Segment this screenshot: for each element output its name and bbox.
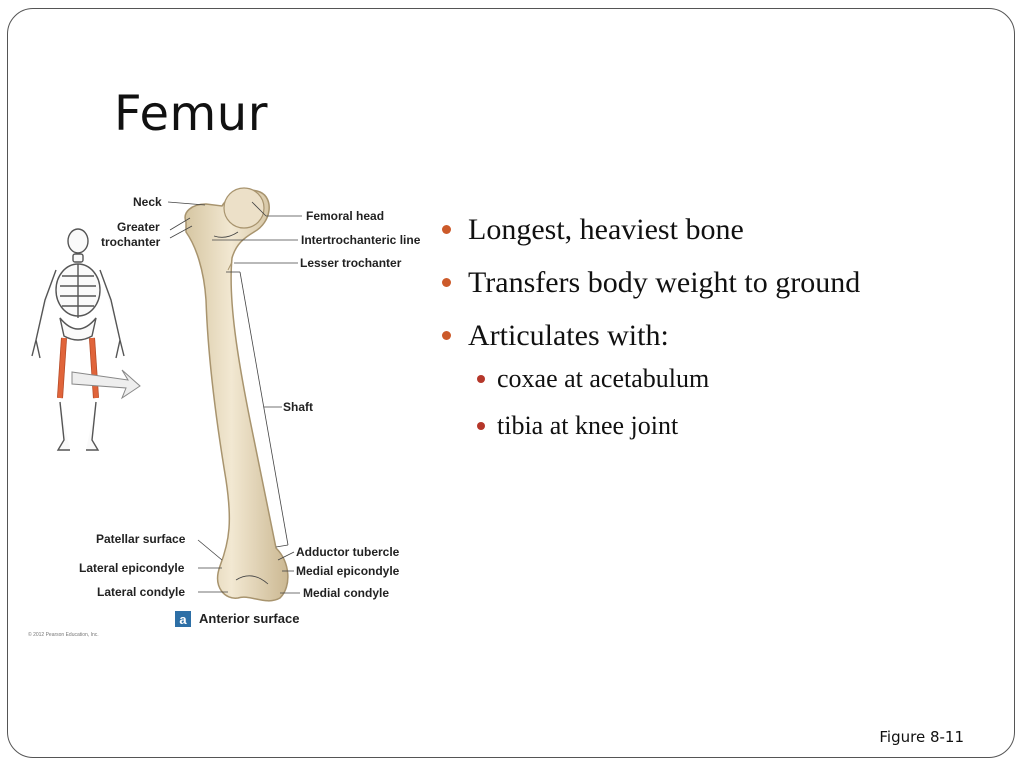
view-letter: a xyxy=(179,612,187,627)
bullet-text: Longest, heaviest bone xyxy=(468,213,744,246)
sub-bullet-item: tibia at knee joint xyxy=(468,410,1010,442)
sub-bullet-item: coxae at acetabulum xyxy=(468,363,1010,395)
bullet-item: Transfers body weight to ground xyxy=(440,265,1010,301)
label-femoral-head: Femoral head xyxy=(306,209,384,223)
slide-title: Femur xyxy=(114,86,268,142)
label-shaft: Shaft xyxy=(283,400,313,414)
bullet-list: Longest, heaviest bone Transfers body we… xyxy=(440,212,1010,459)
figure-caption: Figure 8-11 xyxy=(879,728,964,746)
copyright-text: © 2012 Pearson Education, Inc. xyxy=(28,631,99,638)
bullet-text: Transfers body weight to ground xyxy=(468,266,861,299)
femur-bone xyxy=(184,187,289,602)
bullet-item: Articulates with: coxae at acetabulum ti… xyxy=(440,318,1010,442)
label-lateral-condyle: Lateral condyle xyxy=(97,585,185,599)
label-anterior-surface: Anterior surface xyxy=(199,611,299,626)
label-intertrochanteric-line: Intertrochanteric line xyxy=(301,233,421,247)
label-lesser-trochanter: Lesser trochanter xyxy=(300,256,402,270)
sub-bullet-list: coxae at acetabulum tibia at knee joint xyxy=(468,363,1010,442)
label-patellar-surface: Patellar surface xyxy=(96,532,186,546)
highlight-femur-left xyxy=(57,337,67,399)
slide-frame xyxy=(7,8,1015,758)
sub-bullet-text: tibia at knee joint xyxy=(497,411,679,440)
bullet-item: Longest, heaviest bone xyxy=(440,212,1010,248)
sub-bullet-text: coxae at acetabulum xyxy=(497,364,710,393)
label-medial-epicondyle: Medial epicondyle xyxy=(296,564,400,578)
label-medial-condyle: Medial condyle xyxy=(303,586,389,600)
label-neck: Neck xyxy=(133,195,162,209)
label-greater-trochanter-line2: trochanter xyxy=(101,235,161,249)
label-adductor-tubercle: Adductor tubercle xyxy=(296,545,400,559)
leader-lines xyxy=(167,201,302,594)
skeleton-thumbnail xyxy=(31,228,141,451)
bullet-text: Articulates with: xyxy=(468,319,669,352)
label-greater-trochanter: Greater xyxy=(117,220,160,234)
view-badge: a xyxy=(175,611,191,627)
highlight-femur-right xyxy=(89,337,99,399)
label-lateral-epicondyle: Lateral epicondyle xyxy=(79,561,185,575)
